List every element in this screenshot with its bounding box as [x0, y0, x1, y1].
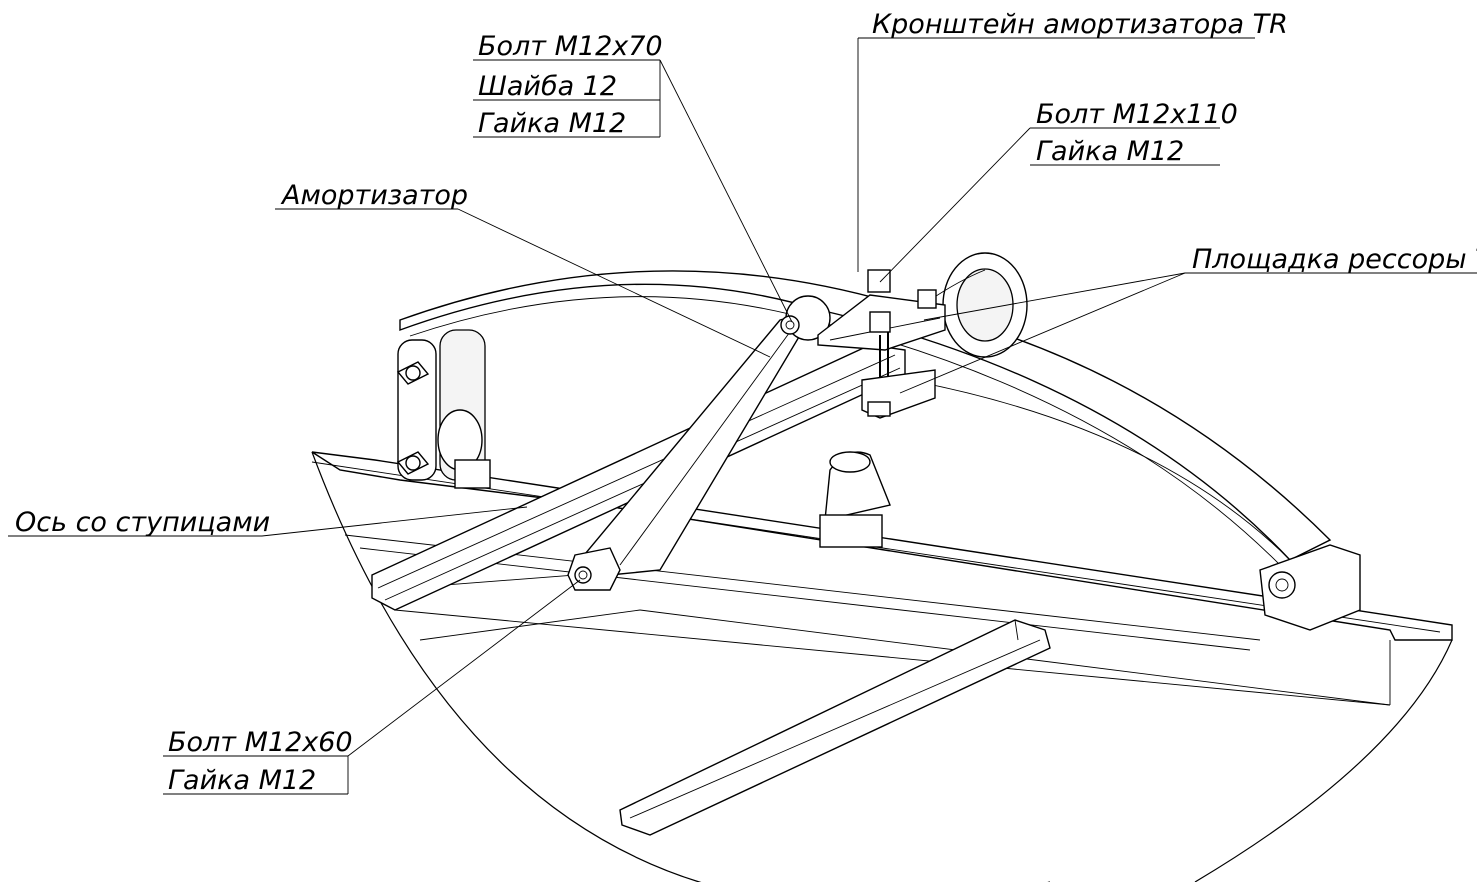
- marker-light-base: [819, 514, 883, 548]
- rear-hanger: [1259, 544, 1361, 631]
- detail-boundary-right: [1194, 639, 1453, 883]
- shock-body: [578, 308, 817, 576]
- callout-shock-bracket: Кронштейн амортизатора TR: [872, 9, 1288, 40]
- axle-with-hubs: [371, 252, 1028, 611]
- callout-spring-pad: Площадка рессоры TR: [1192, 244, 1477, 275]
- bracket-and-pad: [817, 269, 946, 419]
- callout-bolt-m12x70: Болт М12х70: [478, 31, 663, 62]
- leader-lines: [8, 37, 1477, 795]
- callout-nut-m12-lower: Гайка М12: [168, 765, 316, 796]
- shackle-bolt-bottom: [405, 455, 421, 471]
- bracket-bolt-nut: [867, 269, 891, 293]
- marker-light: [819, 451, 891, 548]
- leaf-spring-body: [399, 270, 1332, 561]
- callout-nut-m12-upper: Гайка М12: [478, 108, 626, 139]
- lower-bolt-head: [574, 566, 592, 584]
- callout-washer-12: Шайба 12: [478, 71, 617, 102]
- callout-bolt-m12x60: Болт М12х60: [168, 727, 353, 758]
- callout-axle-with-hubs: Ось со ступицами: [15, 507, 270, 538]
- callout-shock-absorber: Амортизатор: [280, 180, 468, 211]
- leaf-spring: [396, 270, 1361, 631]
- rear-eye-bolt: [1268, 571, 1296, 599]
- callout-nut-m12-right: Гайка М12: [1036, 136, 1184, 167]
- upper-bolt-head: [780, 315, 800, 335]
- shackle-bolt-top: [405, 365, 421, 381]
- callout-bolt-m12x110: Болт М12х110: [1036, 99, 1238, 130]
- shock-absorber: [567, 295, 831, 591]
